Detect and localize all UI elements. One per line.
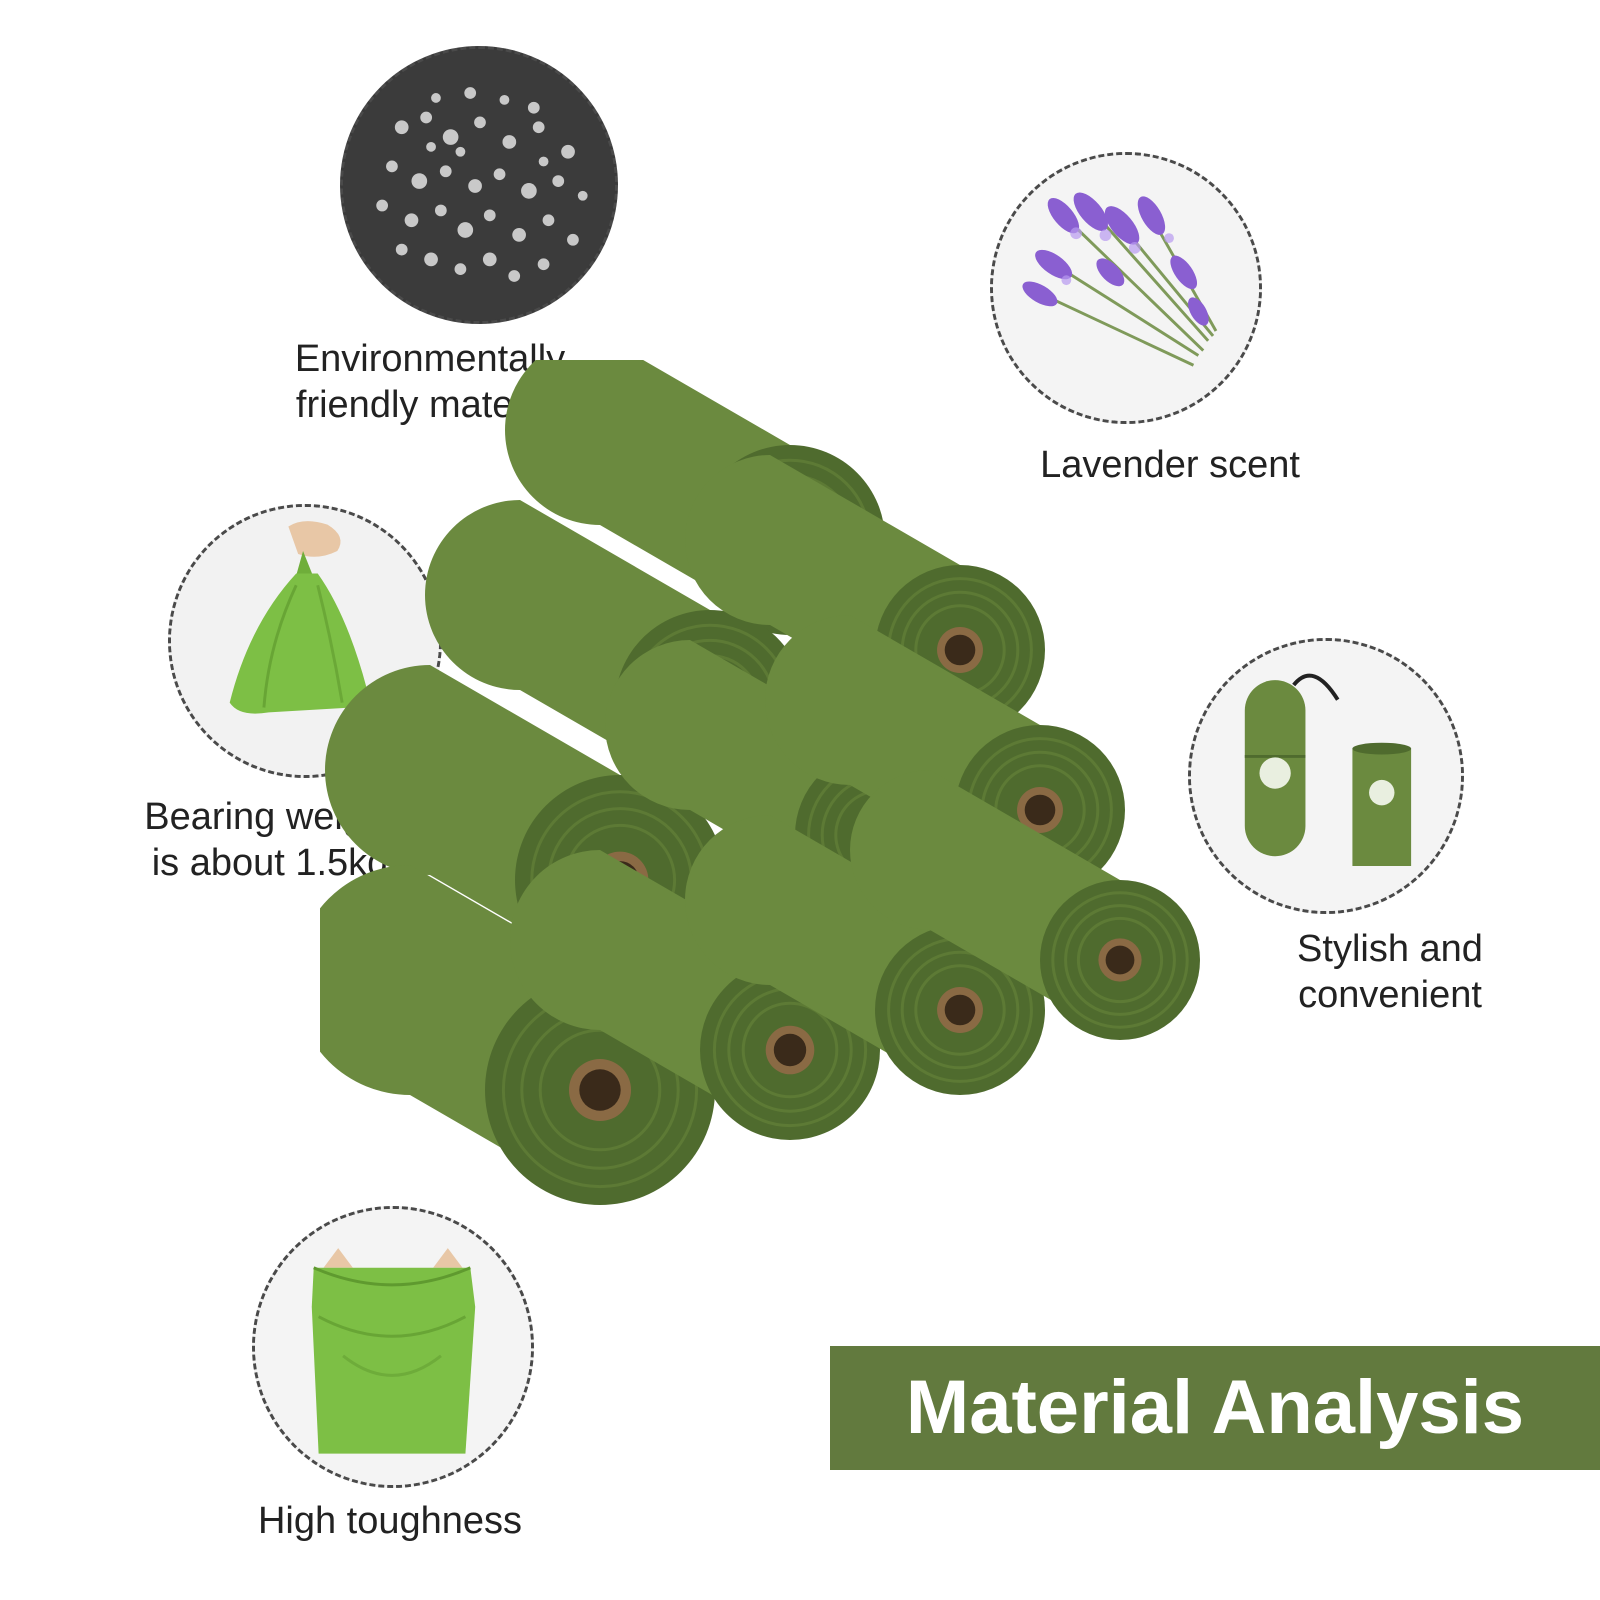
bag-roll	[850, 770, 1200, 1040]
rolls-illustration	[320, 360, 1200, 1205]
stretched-bag-icon	[255, 1209, 531, 1485]
dispenser-icon	[1191, 641, 1461, 911]
granules-icon	[343, 49, 615, 321]
lavender-caption: Lavender scent	[1040, 444, 1300, 486]
lavender-feature-circle	[990, 152, 1262, 424]
material-analysis-banner: Material Analysis	[830, 1346, 1600, 1470]
lavender-icon	[993, 155, 1259, 421]
toughness-caption: High toughness	[257, 1500, 523, 1542]
toughness-feature-circle	[252, 1206, 534, 1488]
dispenser-caption: Stylish and convenient	[1297, 928, 1483, 1016]
weight-feature-circle	[168, 504, 442, 778]
dispenser-feature-circle	[1188, 638, 1464, 914]
hanging-bag-icon	[171, 507, 439, 775]
material-feature-circle	[340, 46, 618, 324]
